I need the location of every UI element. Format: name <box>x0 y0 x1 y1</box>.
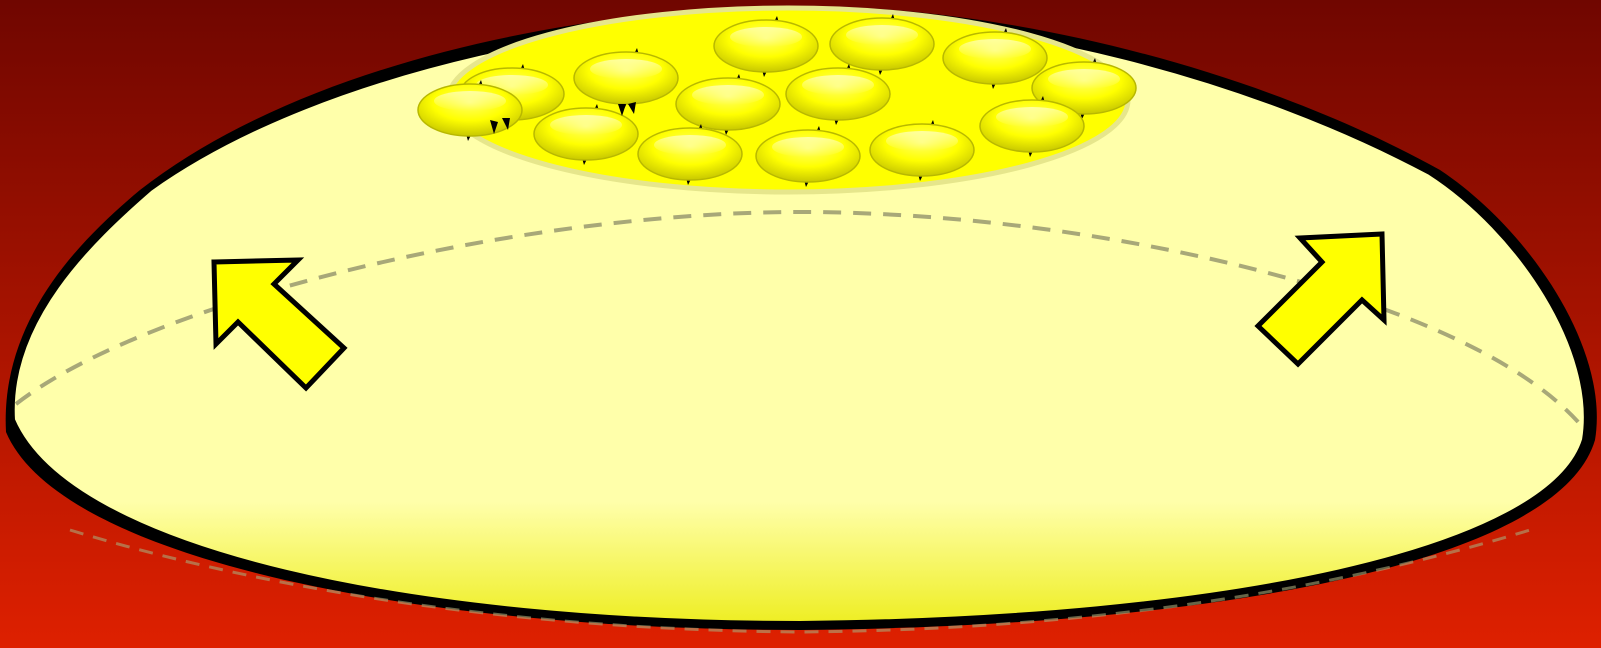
cell-highlight <box>550 115 622 135</box>
cell-highlight <box>1048 69 1120 89</box>
cell-highlight <box>886 131 958 151</box>
cell-highlight <box>959 39 1031 59</box>
cell-highlight <box>590 59 662 79</box>
cell-highlight <box>654 135 726 155</box>
cell-highlight <box>730 27 802 47</box>
cell-highlight <box>996 107 1068 127</box>
cell-highlight <box>434 91 506 111</box>
cell-highlight <box>692 85 764 105</box>
cell-highlight <box>846 25 918 45</box>
cell-highlight <box>772 137 844 157</box>
cell-highlight <box>802 75 874 95</box>
